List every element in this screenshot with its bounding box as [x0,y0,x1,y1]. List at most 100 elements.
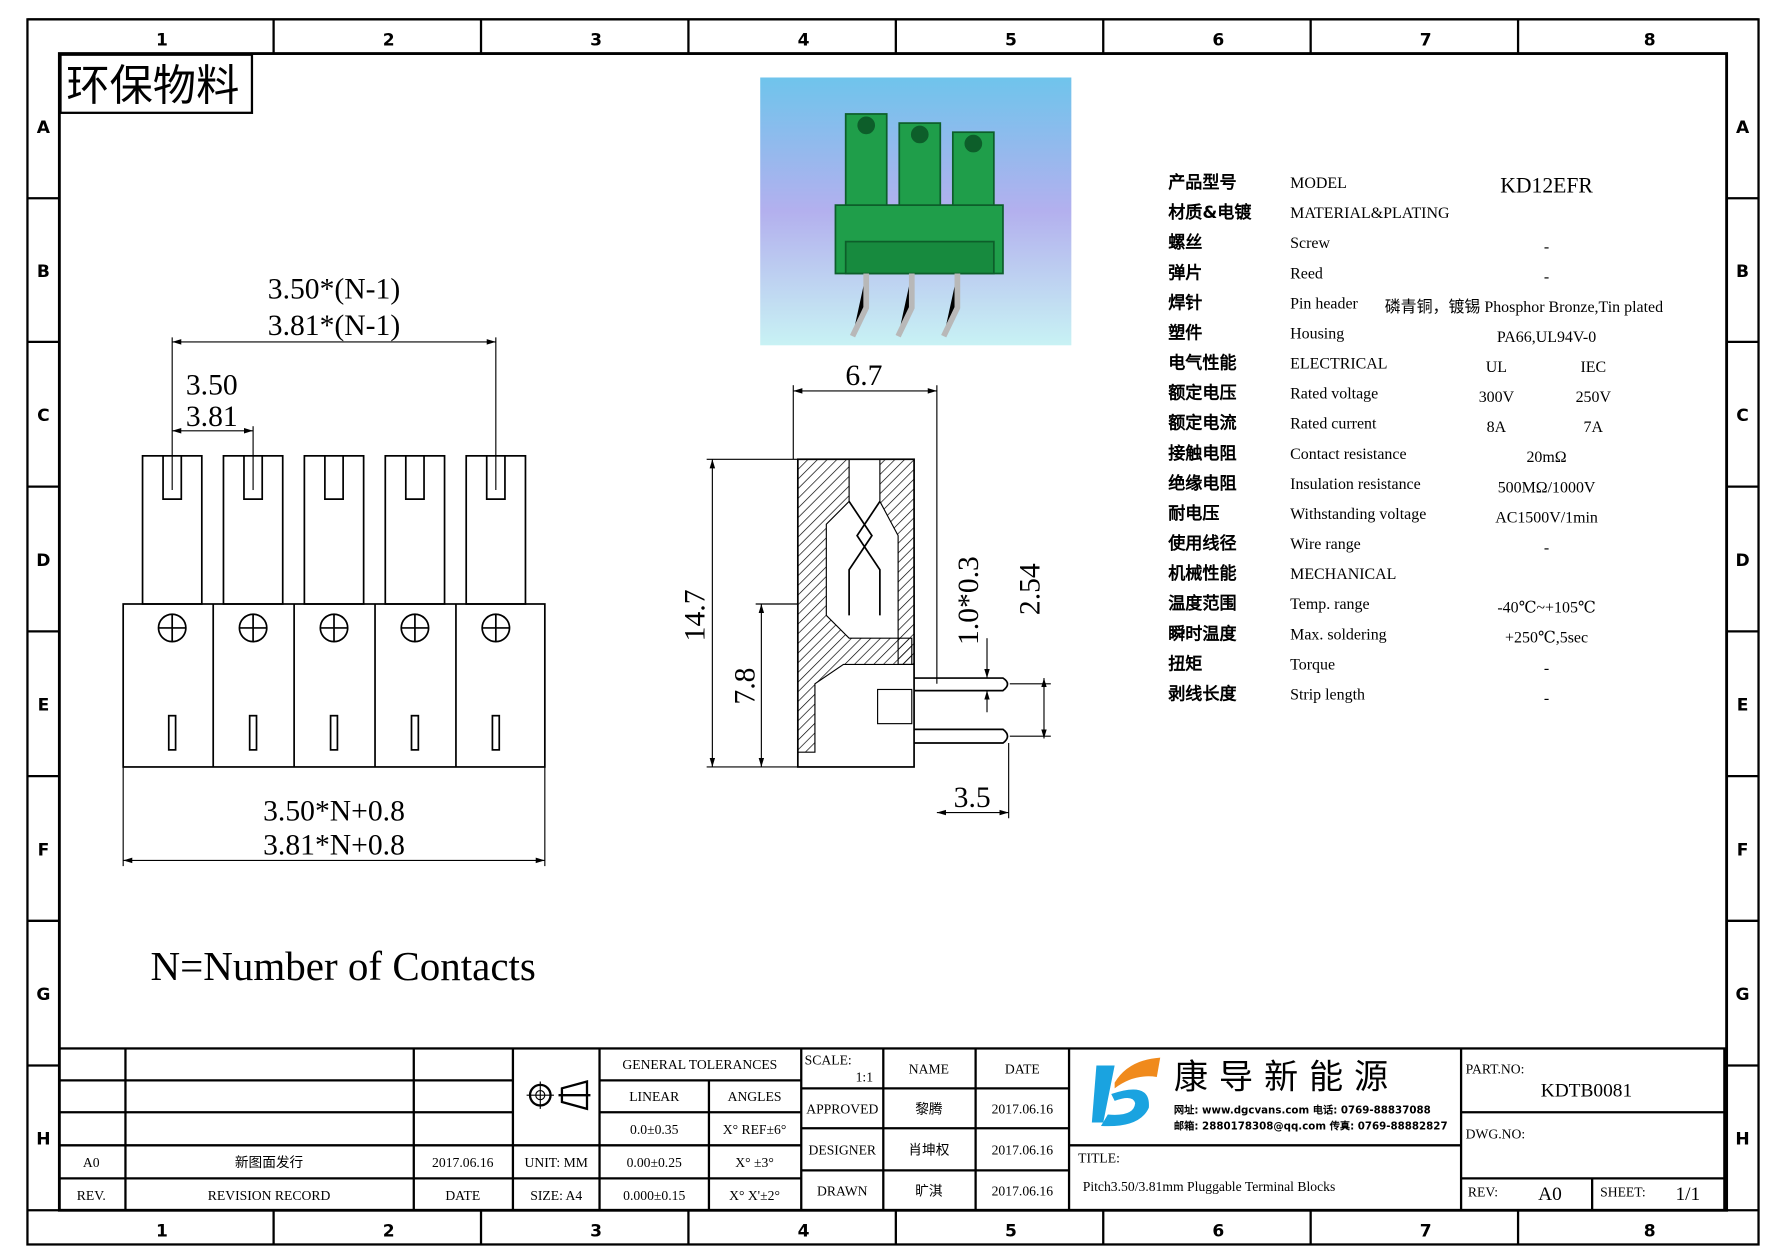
title-label: TITLE: [1078,1150,1120,1165]
frame-column-label: 3 [590,1221,602,1241]
revision-header-rev: REV. [77,1188,106,1203]
date-header: DATE [1005,1062,1040,1077]
spec-value: -40℃~+105℃ [1497,600,1595,617]
frame-row-label: G [36,985,50,1005]
contact-block [384,454,446,605]
drawn-name: 旷淇 [915,1183,943,1198]
dim-pitch-span-350: 3.50*(N-1) [268,274,400,306]
frame-column-label: 4 [798,31,810,51]
spec-label-cn: 扭矩 [1168,653,1202,674]
scale-value: 1:1 [856,1069,874,1084]
eco-label-text: 环保物料 [66,61,239,111]
spec-label-en: Contact resistance [1290,446,1406,463]
designer-name: 肖坤权 [908,1141,949,1157]
spec-label-cn: 弹片 [1168,262,1202,283]
frame-row-label: A [1736,118,1750,138]
spec-value: +250℃,5sec [1505,630,1588,647]
spec-value: 20mΩ [1526,449,1566,466]
frame-row-label: A [37,118,51,138]
frame-column-label: 1 [156,1221,168,1241]
spec-label-cn: 焊针 [1168,292,1202,313]
dim-side-width: 6.7 [845,360,882,392]
revision-rev: A0 [83,1155,100,1170]
frame-column-label: 6 [1212,1221,1224,1241]
frame-column-label: 3 [590,31,602,51]
spec-label-en: Temp. range [1290,596,1369,613]
frame-column-label: 7 [1420,1221,1432,1241]
frame-column-label: 5 [1005,31,1017,51]
spec-value-ul: 8A [1487,419,1507,436]
sheet-label: SHEET: [1600,1185,1646,1200]
projection-symbol-icon [526,1080,591,1111]
pin-slot [167,714,177,751]
designer-role: DESIGNER [809,1142,877,1157]
revision-date: 2017.06.16 [432,1155,494,1170]
spec-label-cn: 瞬时温度 [1168,623,1237,644]
spec-label-en: Reed [1290,265,1323,282]
tolerances-title: GENERAL TOLERANCES [622,1057,777,1072]
frame-column-label: 1 [156,31,168,51]
name-header: NAME [909,1062,949,1077]
tolerance-angle-2: X° ±3° [735,1155,774,1170]
wire-entry [243,455,264,501]
sheet-value: 1/1 [1675,1184,1700,1205]
frame-row-label: E [38,696,50,716]
frame-column-label: 6 [1212,31,1224,51]
dim-pitch-350: 3.50 [186,369,238,401]
approved-role: APPROVED [806,1101,878,1116]
frame-column-label: 2 [383,1221,395,1241]
unit-label: UNIT: MM [525,1155,588,1170]
tolerance-linear-2: 0.00±0.25 [627,1155,682,1170]
drawn-role: DRAWN [817,1183,868,1198]
spec-label-en: Rated voltage [1290,386,1378,403]
front-view: 3.50*(N-1) 3.81*(N-1) 3.50 3.81 3.50*N+0… [122,274,546,989]
tolerances-angles-header: ANGLES [728,1089,782,1104]
part-no-label: PART.NO: [1466,1062,1525,1077]
spec-value: PA66,UL94V-0 [1497,329,1596,346]
frame-row-label: H [36,1130,50,1150]
frame-row-label: B [1736,262,1749,282]
spec-label-en: Screw [1290,235,1330,252]
product-photo [760,77,1072,346]
spec-label-cn: 螺丝 [1168,232,1202,253]
frame-row-label: D [36,551,50,571]
rev-label: REV: [1468,1185,1498,1200]
approved-date: 2017.06.16 [992,1101,1054,1116]
spec-value: - [1544,690,1549,707]
dim-pin-height: 7.8 [730,668,762,705]
dim-pitch-span-381: 3.81*(N-1) [268,310,400,342]
spec-value: 500MΩ/1000V [1498,479,1596,496]
spec-value: - [1544,539,1549,556]
frame-column-label: 4 [798,1221,810,1241]
scale-label: SCALE: [805,1052,852,1067]
spec-label-en: ELECTRICAL [1290,356,1387,373]
side-view: 6.7 14.7 7.8 1.0*0.3 2.54 3.5 [679,360,1051,819]
wire-entry [324,455,344,501]
spec-label-en: Rated current [1290,416,1377,433]
spec-label-en: Torque [1290,656,1335,673]
wire-entry [404,455,425,501]
dim-pin-size: 1.0*0.3 [953,556,985,645]
frame-row-label: G [1736,985,1750,1005]
spec-label-cn: 接触电阻 [1168,443,1236,464]
spec-label-en: MODEL [1290,175,1347,192]
approved-name: 黎腾 [915,1100,943,1116]
company-name: 康 导 新 能 源 [1174,1057,1388,1097]
contacts-note: N=Number of Contacts [151,943,536,989]
revision-header-record: REVISION RECORD [208,1188,331,1203]
title-block: 康 导 新 能 源 网址: www.dgcvans.com 电话: 0769-8… [58,1047,1726,1212]
spec-value-iec: 250V [1576,389,1612,406]
spec-value-iec: IEC [1580,359,1606,376]
frame-column-label: 5 [1005,1221,1017,1241]
size-label: SIZE: A4 [530,1188,582,1203]
spec-value: - [1544,239,1549,256]
spec-label-cn: 额定电压 [1168,383,1236,404]
frame-row-label: F [38,840,50,860]
frame-row-label: C [37,406,50,426]
spec-value: - [1544,269,1549,286]
frame-column-label: 8 [1644,31,1656,51]
model-value: KD12EFR [1500,174,1593,198]
spec-label-en: Strip length [1290,686,1365,703]
